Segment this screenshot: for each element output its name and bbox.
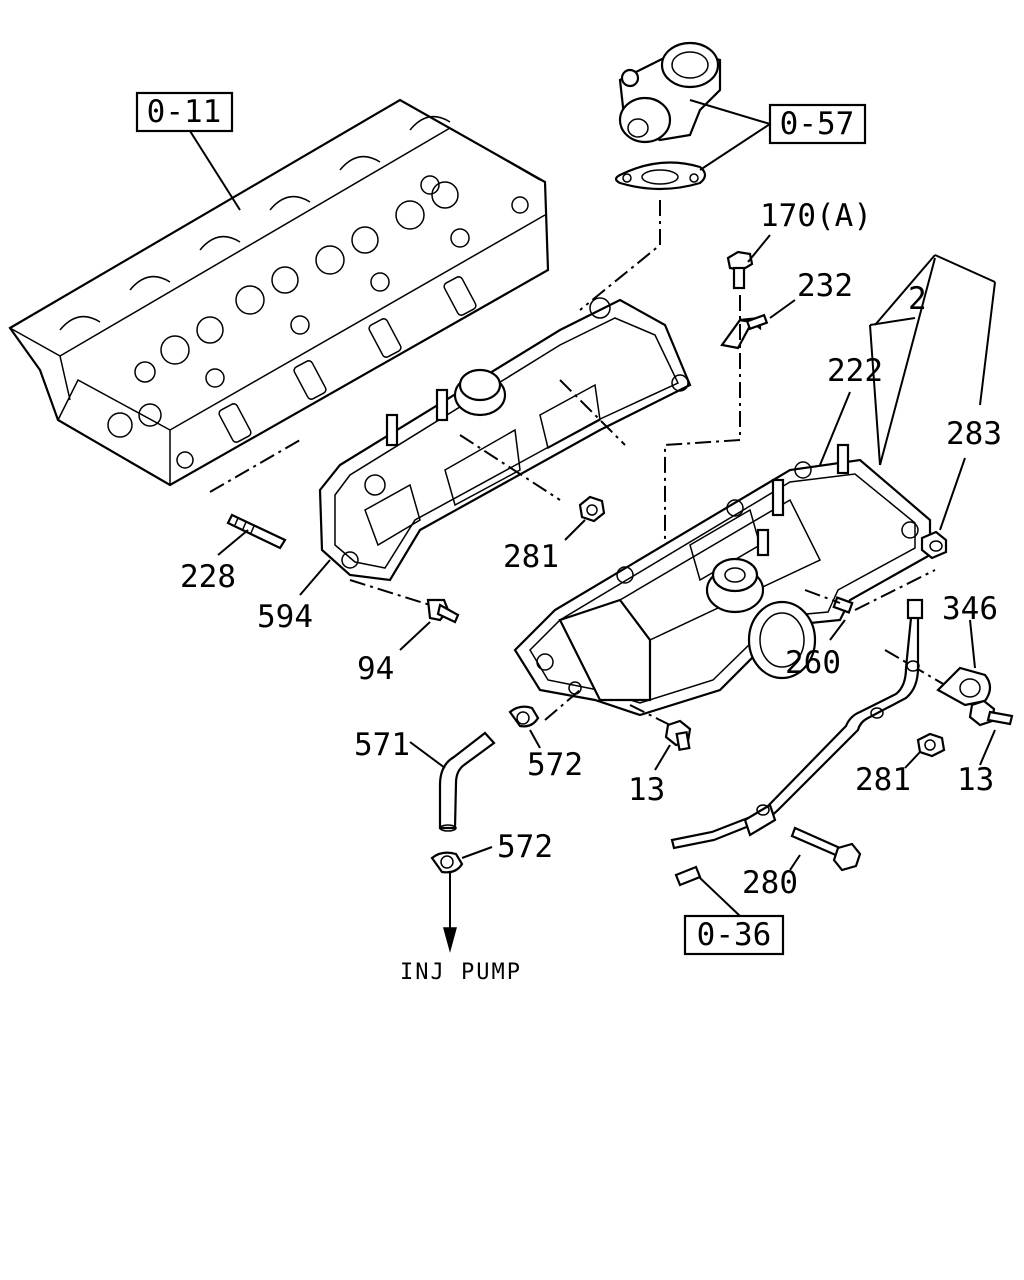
label-281-lower: 281 — [855, 762, 911, 798]
label-283: 283 — [946, 416, 1002, 452]
label-228: 228 — [180, 559, 236, 595]
bracket-232: 232 — [664, 268, 853, 600]
label-572-upper: 572 — [527, 747, 583, 783]
label-260: 260 — [785, 645, 841, 681]
egr-valve: 0-57 — [579, 41, 867, 311]
ref-0-36: 0-36 — [697, 917, 772, 953]
inj-pump-arrow: INJ PUMP — [400, 872, 522, 985]
bolt-170a: 170(A) — [726, 198, 872, 290]
label-594: 594 — [257, 599, 313, 635]
ref-0-11: 0-11 — [147, 94, 222, 130]
bolt-13-right: 13 — [957, 699, 1014, 798]
cylinder-head: 0-11 — [8, 91, 550, 487]
label-13-center: 13 — [628, 772, 665, 808]
pipe-assembly: 280 346 0-36 — [670, 569, 998, 956]
gasket-594: 594 — [257, 297, 692, 635]
label-232: 232 — [797, 268, 853, 304]
clip-572-lower: 572 — [430, 829, 553, 874]
label-281-upper: 281 — [503, 539, 559, 575]
nut-281-upper: 281 — [503, 495, 606, 575]
label-222: 222 — [827, 353, 883, 389]
label-346: 346 — [942, 591, 998, 627]
bolt-94: 94 — [349, 579, 460, 687]
label-170a: 170(A) — [760, 198, 872, 234]
stud-228: 228 — [180, 439, 301, 595]
clip-572-upper: 572 — [508, 689, 583, 783]
label-13-right: 13 — [957, 762, 994, 798]
intake-manifold: 2 222 283 260 — [513, 254, 1002, 717]
ref-0-57: 0-57 — [780, 106, 855, 142]
label-571: 571 — [354, 727, 410, 763]
inj-pump-label: INJ PUMP — [400, 960, 522, 985]
label-280: 280 — [742, 865, 798, 901]
bolt-13-center: 13 — [628, 704, 692, 808]
hose-571: 571 — [354, 727, 496, 832]
label-572-lower: 572 — [497, 829, 553, 865]
nut-281-lower: 281 — [855, 732, 946, 798]
label-94: 94 — [357, 651, 394, 687]
